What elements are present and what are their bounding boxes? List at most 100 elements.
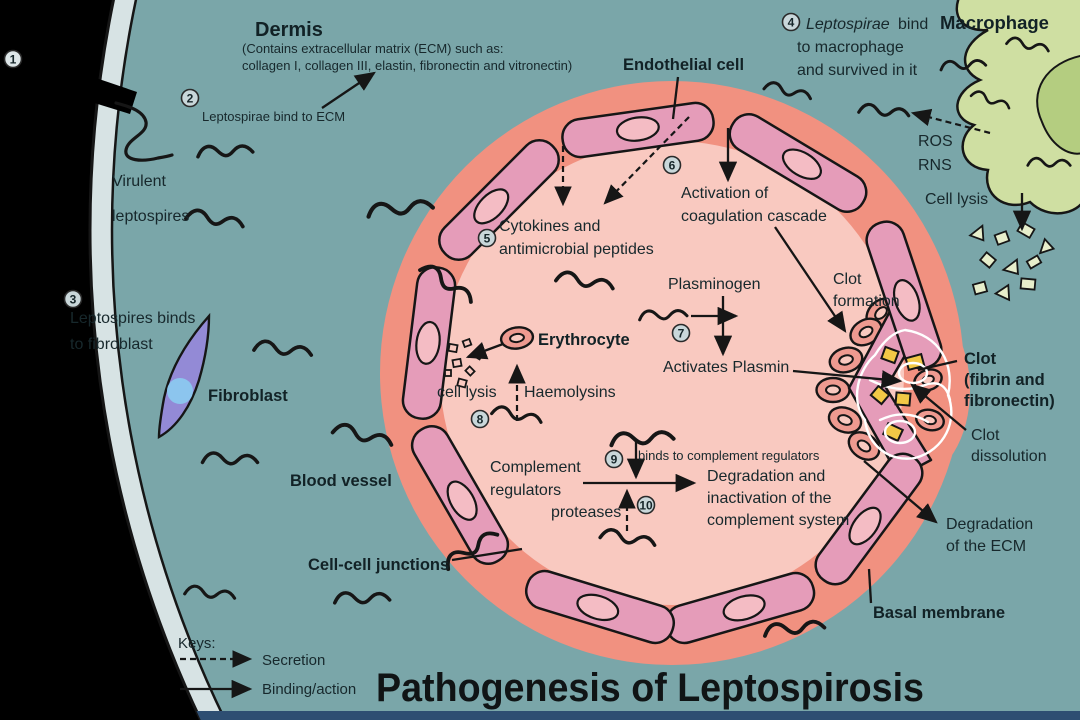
ecm-degradation-label-line2: of the ECM	[946, 538, 1026, 555]
step4-label-italic: Leptospirae	[806, 16, 890, 33]
blood-vessel-label: Blood vessel	[290, 472, 392, 490]
endothelial-cell	[401, 266, 457, 420]
degradation-label-line1: Degradation and	[707, 468, 825, 485]
legend: Keys: Secretion Binding/action	[178, 635, 356, 699]
step5-label-line1: Cytokines and	[499, 218, 600, 235]
legend-secretion-label: Secretion	[262, 652, 325, 669]
step3-label-line2: to fibroblast	[70, 336, 153, 353]
step6-label-line1: Activation of	[681, 185, 769, 202]
step-number: 3	[70, 293, 77, 307]
macrophage-cell-lysis-label: Cell lysis	[925, 191, 988, 208]
pointer-line	[867, 568, 873, 604]
solid-arrow	[863, 460, 938, 524]
degradation-label-line2: inactivation of the	[707, 490, 832, 507]
complement-label-line1: Complement	[490, 459, 581, 476]
endothelial-cell	[410, 425, 510, 565]
step-marker-4: 4	[781, 12, 801, 32]
clot-label-line1: Clot	[964, 350, 997, 368]
diagram-title: Pathogenesis of Leptospirosis	[376, 666, 924, 710]
dashed-arrows	[508, 108, 991, 531]
step6-label-line2: coagulation cascade	[681, 208, 827, 225]
vessel-cell-lysis-label: cell lysis	[437, 384, 497, 401]
activates-plasmin-label: Activates Plasmin	[663, 359, 789, 376]
step-number: 2	[187, 92, 194, 106]
dashed-arrow	[910, 108, 991, 135]
fibroblast-label: Fibroblast	[208, 387, 288, 405]
basal-membrane-label: Basal membrane	[873, 604, 1005, 622]
complement-label-line2: regulators	[490, 482, 561, 499]
solid-arrows	[321, 71, 1032, 524]
macrophage-cell	[938, 0, 1080, 215]
step2-label: Leptospirae bind to ECM	[202, 109, 345, 124]
step-marker-6: 6	[662, 155, 682, 175]
macrophage-inner	[1036, 55, 1080, 155]
ros-label: ROS	[918, 133, 953, 150]
step4-label-line2: to macrophage	[797, 39, 904, 56]
endothelial-cell	[524, 569, 676, 645]
leptospire-icon	[114, 101, 174, 162]
endothelial-ring	[401, 101, 943, 645]
dashed-arrow	[603, 116, 690, 205]
step-number: 8	[477, 413, 484, 427]
solid-arrow	[465, 341, 504, 360]
clot-dissolution-label-line1: Clot	[971, 427, 1000, 444]
step3-label-line1: Leptospires binds	[70, 310, 195, 327]
macrophage-label: Macrophage	[940, 12, 1049, 33]
rns-label: RNS	[918, 157, 952, 174]
endothelial-cell	[561, 101, 715, 159]
ecm-degradation-label-line1: Degradation	[946, 516, 1033, 533]
pointer-line	[451, 547, 523, 562]
clot-label-line3: fibronectin)	[964, 392, 1055, 410]
step-number: 7	[678, 327, 685, 341]
virulent-label-line1: Virulent	[112, 173, 167, 190]
fibroblast-cell	[157, 312, 211, 440]
step-marker-5: 5	[477, 228, 497, 248]
dermis-title: Dermis	[255, 19, 323, 41]
dermis-note-line2: collagen I, collagen III, elastin, fibro…	[242, 58, 572, 73]
step-marker-9: 9	[604, 449, 624, 469]
endothelial-cell	[728, 113, 868, 213]
step4-label-line3: and survived in it	[797, 62, 918, 79]
bottom-strip	[90, 711, 1080, 720]
step-marker-3: 3	[63, 289, 83, 309]
clot-label-line2: (fibrin and	[964, 371, 1045, 389]
legend-binding-label: Binding/action	[262, 681, 356, 698]
endothelial-label: Endothelial cell	[623, 56, 744, 74]
fibroblast-nucleus	[167, 378, 193, 404]
vessel-lumen	[440, 141, 904, 605]
degradation-label-line3: complement system	[707, 512, 849, 529]
step-marker-10: 10	[636, 495, 656, 515]
junctions-label: Cell-cell junctions	[308, 556, 449, 574]
step-number: 5	[484, 232, 491, 246]
step-marker-8: 8	[470, 409, 490, 429]
clot-formation-label-line2: formation	[833, 293, 900, 310]
step-markers: 1 2 3 4 5 6 7 8 9 10	[3, 12, 801, 515]
pointer-line	[671, 76, 680, 120]
clot-formation-label-line1: Clot	[833, 271, 862, 288]
erythrocyte-icon	[499, 326, 535, 350]
step-number: 1	[10, 53, 17, 67]
step-marker-2: 2	[180, 88, 200, 108]
virulent-label-line2: leptospires	[112, 208, 189, 225]
step-number: 6	[669, 159, 676, 173]
legend-heading: Keys:	[178, 635, 216, 652]
solid-arrow	[792, 369, 903, 389]
clot-dissolution-label-line2: dissolution	[971, 448, 1047, 465]
solid-arrow	[910, 383, 967, 431]
erythrocyte-label: Erythrocyte	[538, 331, 630, 349]
step-number: 10	[639, 499, 653, 513]
endothelial-cell	[438, 139, 560, 261]
dermis-note-line1: (Contains extracellular matrix (ECM) suc…	[242, 41, 504, 56]
pointer-line	[917, 359, 958, 372]
step-marker-7: 7	[671, 323, 691, 343]
step-marker-1: 1	[3, 49, 23, 69]
step5-label-line2: antimicrobial peptides	[499, 241, 654, 258]
step9-label: binds to complement regulators	[638, 448, 820, 463]
solid-arrow	[321, 71, 376, 109]
step4-label-rest: bind	[898, 16, 928, 33]
solid-arrow	[774, 226, 847, 333]
proteases-label: proteases	[551, 504, 621, 521]
haemolysins-label: Haemolysins	[524, 384, 616, 401]
step-number: 9	[611, 453, 618, 467]
